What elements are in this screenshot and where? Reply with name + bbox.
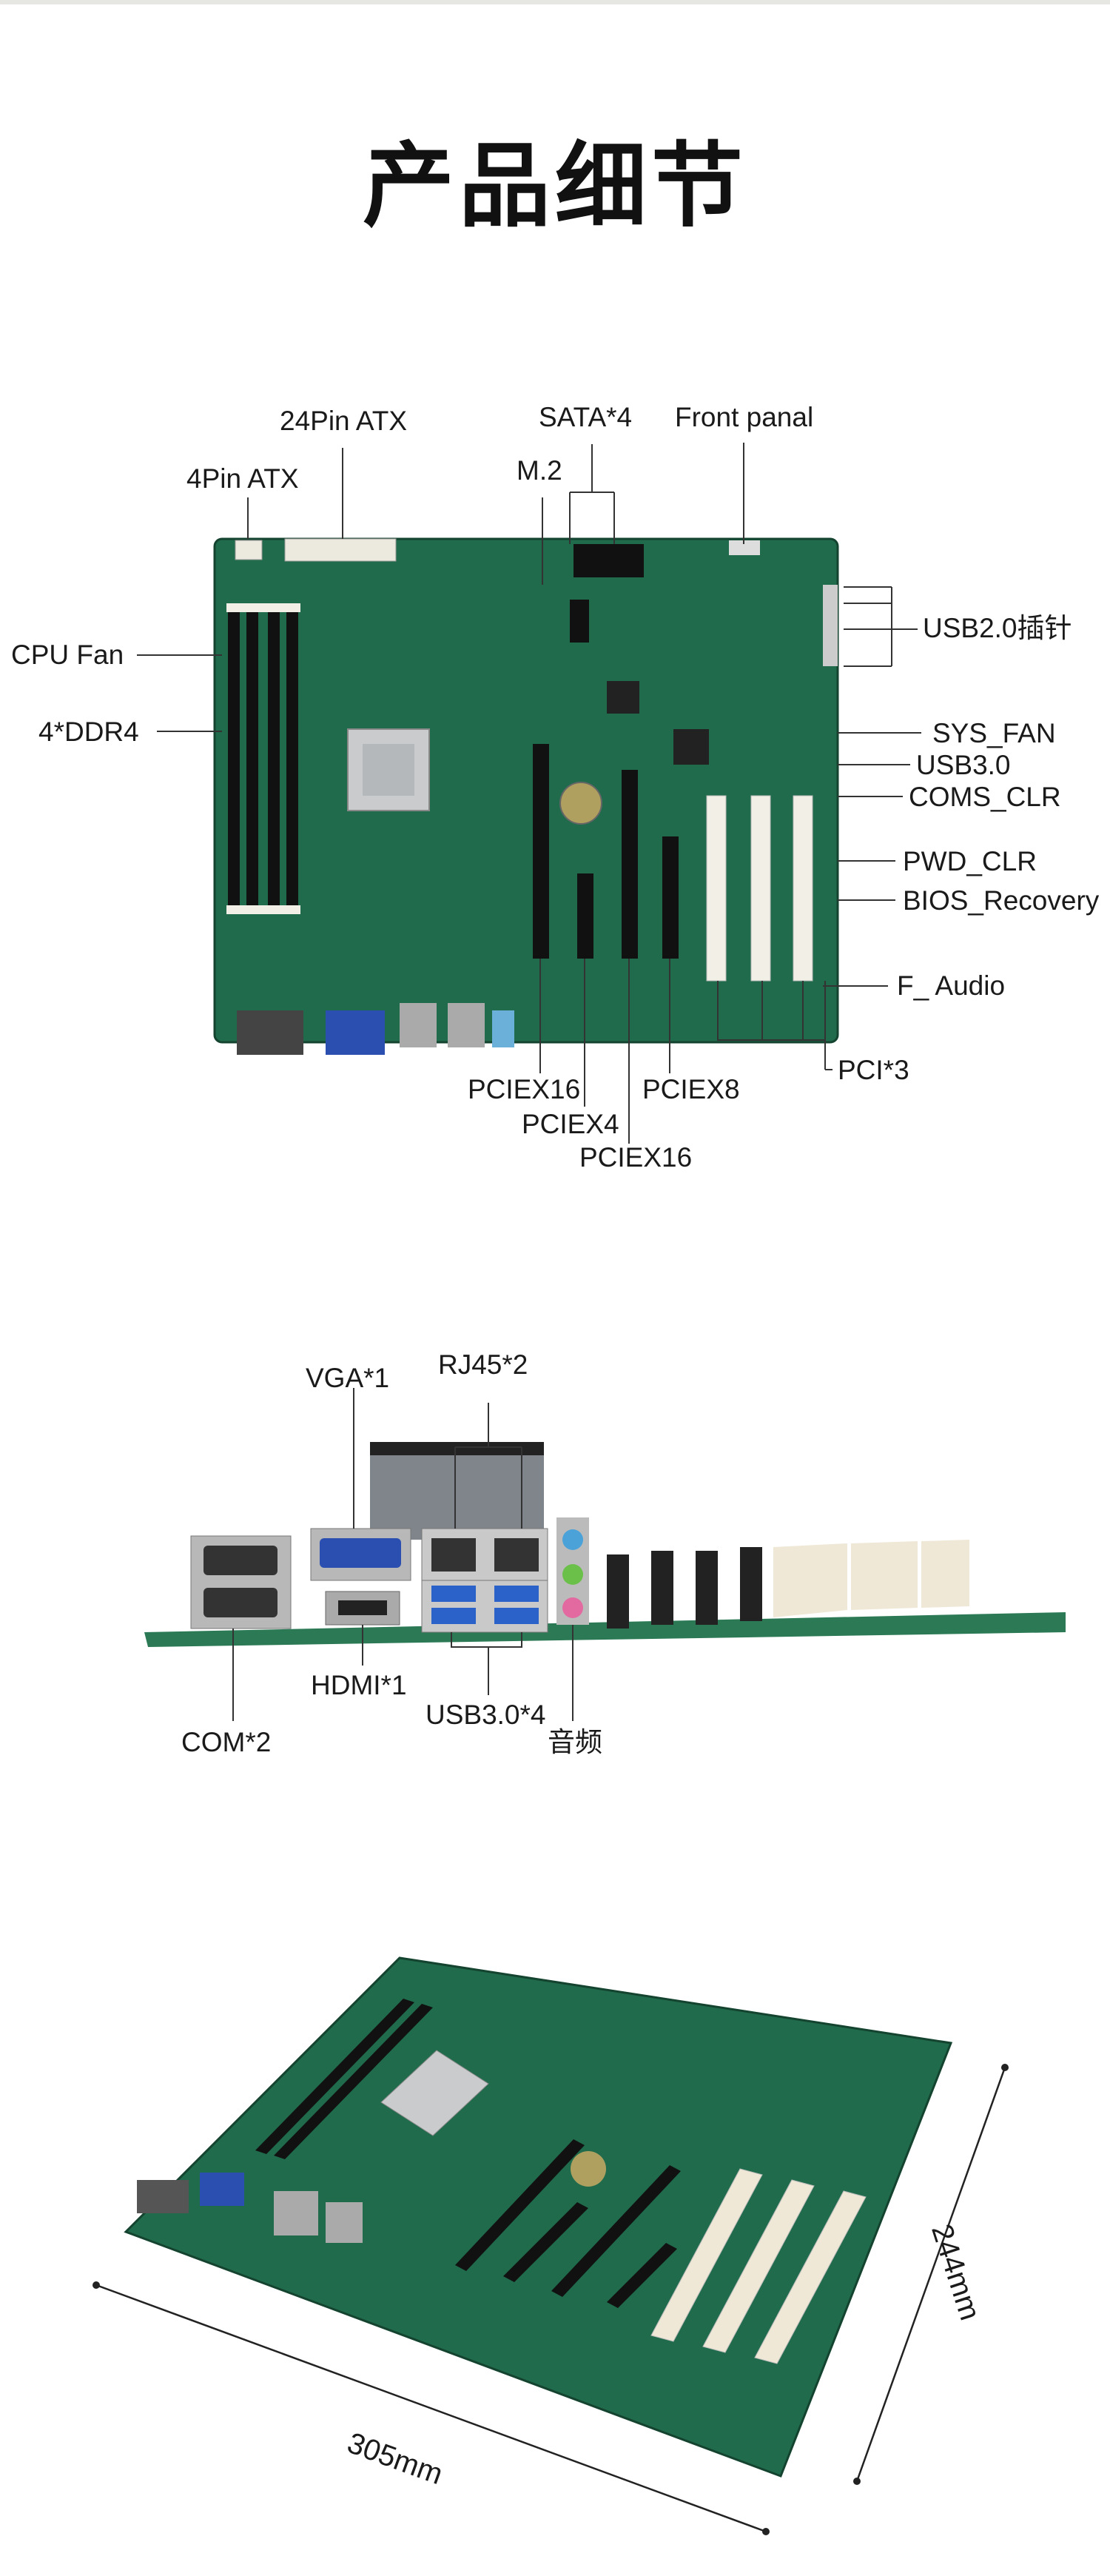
- dimension-lines: [95, 2067, 1006, 2533]
- label-com: COM*2: [181, 1727, 272, 1757]
- atx4-connector: [235, 540, 263, 560]
- label-pwd-clr: PWD_CLR: [903, 846, 1037, 876]
- cmos-battery: [559, 782, 602, 825]
- pci-slots: [706, 795, 813, 982]
- angled-pcb: [124, 1956, 953, 2478]
- label-sys-fan: SYS_FAN: [932, 718, 1056, 748]
- motherboard-pcb: [213, 537, 839, 1044]
- top-divider: [0, 0, 1110, 4]
- label-m2: M.2: [517, 455, 562, 486]
- label-rj45: RJ45*2: [438, 1349, 528, 1380]
- label-hdmi: HDMI*1: [311, 1670, 407, 1700]
- io-callout-lines: [232, 1388, 574, 1721]
- label-4pin-atx: 4Pin ATX: [186, 463, 299, 494]
- label-pci: PCI*3: [838, 1055, 909, 1085]
- label-f-audio: F_ Audio: [897, 970, 1006, 1001]
- callout-lines: [137, 443, 921, 1144]
- sata-ports: [574, 544, 644, 577]
- cpu-cooler: [370, 1443, 544, 1540]
- page-title: 产品细节: [362, 133, 747, 240]
- label-sata: SATA*4: [539, 402, 633, 432]
- chipset: [607, 681, 639, 714]
- label-usb30-ports: USB3.0*4: [426, 1700, 546, 1730]
- io-view-pcb: [144, 1612, 1066, 1647]
- label-vga: VGA*1: [306, 1363, 390, 1393]
- label-front-panel: Front panal: [675, 402, 814, 432]
- label-usb20-header: USB2.0插针: [923, 613, 1072, 643]
- label-coms-clr: COMS_CLR: [909, 782, 1061, 812]
- dimm-slots: [226, 603, 300, 914]
- label-ddr4: 4*DDR4: [38, 717, 139, 747]
- label-usb30: USB3.0: [916, 750, 1011, 780]
- label-bios-recovery: BIOS_Recovery: [903, 885, 1100, 916]
- label-pciex16-a: PCIEX16: [468, 1074, 581, 1104]
- label-audio: 音频: [548, 1727, 602, 1757]
- atx24-connector: [284, 538, 397, 562]
- m2-slot: [570, 600, 589, 643]
- label-24pin-atx: 24Pin ATX: [280, 406, 408, 436]
- label-pciex8: PCIEX8: [642, 1074, 740, 1104]
- rear-vga-port: [326, 1010, 385, 1055]
- rear-com-port: [237, 1010, 303, 1055]
- label-cpu-fan: CPU Fan: [11, 640, 124, 670]
- label-pciex16-b: PCIEX16: [579, 1142, 693, 1173]
- pcie-slots: [533, 744, 679, 959]
- label-pciex4: PCIEX4: [522, 1109, 619, 1139]
